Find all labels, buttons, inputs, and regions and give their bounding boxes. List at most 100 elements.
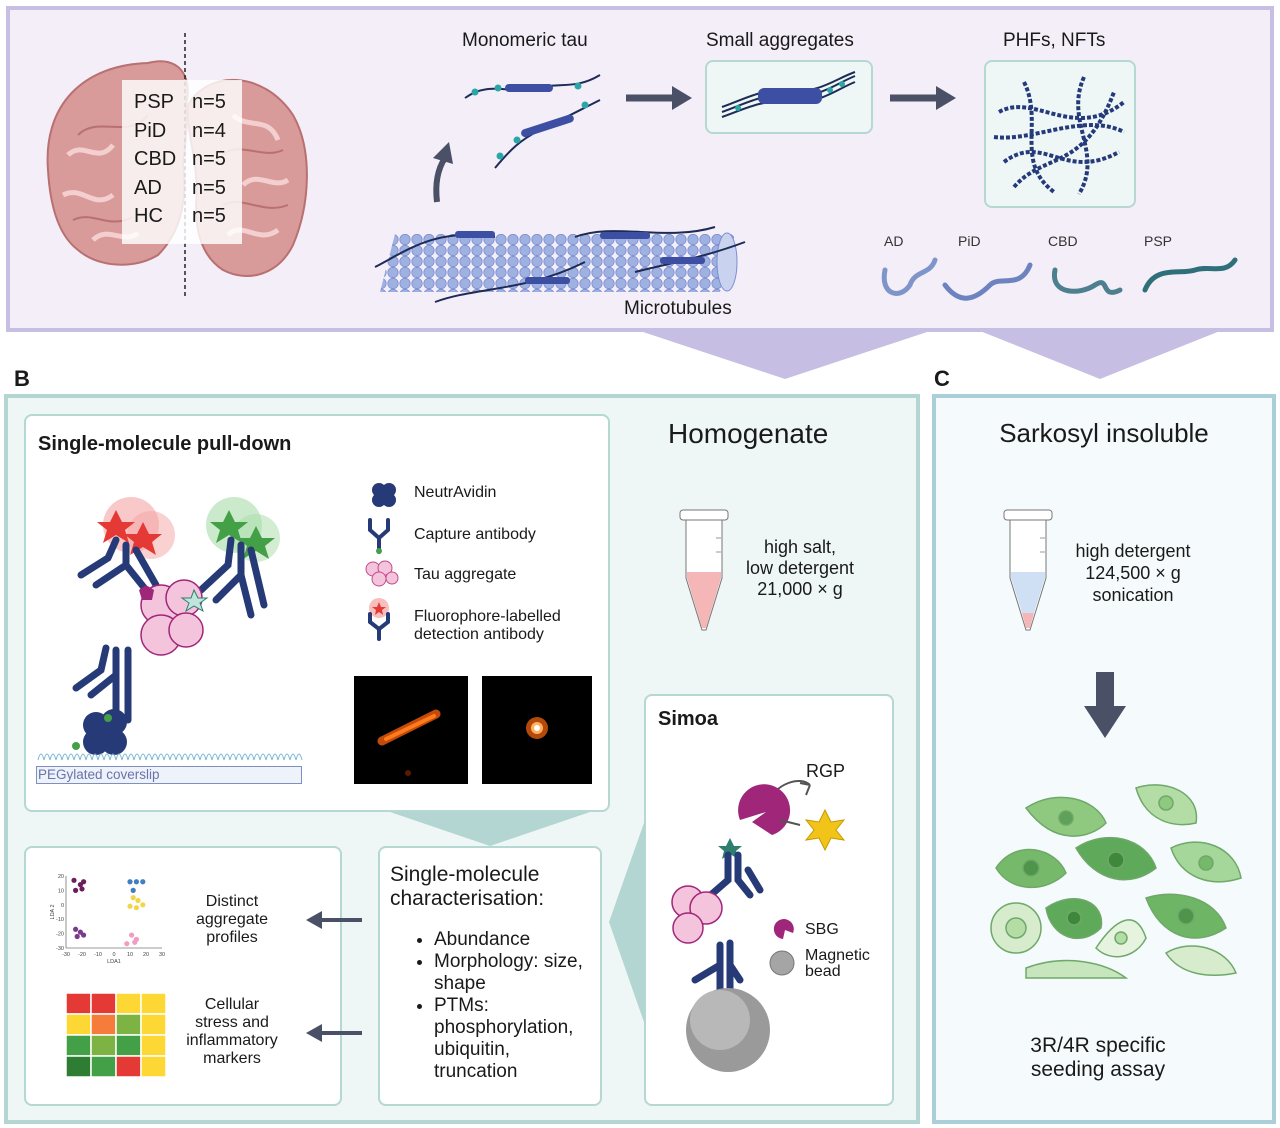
lda-point [140,902,146,908]
lda-y-tick: 0 [61,903,64,909]
lda-point [130,895,136,901]
seeding-line2: seeding assay [1030,1058,1166,1081]
legend-fluor-line2: detection antibody [414,626,544,643]
bullet-abundance: Abundance [434,929,592,951]
legend-tau-aggregate: Tau aggregate [414,566,517,583]
lda-x-tick: 20 [143,952,149,958]
cohort-groups: PSP PiD CBD AD HC [134,88,176,231]
cohort-counts: n=5 n=4 n=5 n=5 n=5 [192,88,226,231]
magnetic-bead-label: Magnetic bead [805,948,870,980]
tau-aggregate-icon [365,560,399,587]
cohort-n-cbd: n=5 [192,148,226,171]
phf-nft-label: PHFs, NFTs [1003,30,1106,51]
monomeric-tau-illustration [464,74,601,169]
characterisation-line1: Single-molecule [390,863,540,886]
fold-label-pid: PiD [958,233,981,249]
rgp-label: RGP [806,761,846,781]
coverslip [36,766,302,784]
lda-point [133,905,139,911]
cohort-group-cbd: CBD [134,148,177,171]
lda-point [127,879,133,885]
small-aggregates-label: Small aggregates [706,30,854,51]
cohort-n-ad: n=5 [192,176,226,199]
lda-x-tick: -30 [62,952,70,958]
magnetic-line1: Magnetic [805,947,870,964]
connector-to-panel-c [980,331,1220,379]
sarkosyl-tube-icon [1003,509,1053,631]
simoa-title: Simoa [658,708,719,730]
neutravidin-icon [372,483,396,507]
lda-point [81,932,87,938]
lda-y-tick: 20 [58,874,64,880]
lda-point [73,887,79,893]
cohort-group-ad: AD [134,176,162,199]
lda-x-tick: 10 [127,952,133,958]
distinct-line1: Distinct [205,893,259,910]
cohort-table [122,80,242,244]
lda-point [79,886,85,892]
sbg-enzyme-icon [773,919,794,939]
simoa-assay-illustration [671,780,846,1072]
lda-y-tick: 10 [58,888,64,894]
panel-c [932,394,1276,1124]
lda-x-label: LDA1 [107,959,121,965]
cellular-line2: stress and [195,1014,269,1031]
cohort-group-hc: HC [134,205,163,228]
distinct-line3: profiles [206,929,258,946]
bullet-morphology: Morphology: size, shape [434,951,592,995]
lda-point [140,879,146,885]
microtubules-label: Microtubules [624,298,732,319]
lda-point [73,926,79,932]
fold-label-cbd: CBD [1048,233,1078,249]
detection-antibody-icon [368,598,390,641]
characterisation-list: Abundance Morphology: size, shape PTMs: … [412,929,592,1083]
distinct-line2: aggregate [195,911,269,928]
sarkosyl-title: Sarkosyl insoluble [999,418,1209,448]
homogenate-cond-2: low detergent [745,558,855,578]
peg-brushes-illustration [37,753,303,761]
legend-neutravidin: NeutrAvidin [414,484,497,501]
homogenate-cond-3: 21,000 × g [757,579,843,599]
homogenate-tube-icon [679,509,729,631]
cellular-markers-label: Cellular stress and inflammatory markers [178,996,286,1068]
fold-label-ad: AD [884,233,904,249]
cohort-group-pid: PiD [134,119,167,142]
sarkosyl-cond-1: high detergent [1075,541,1191,561]
sarkosyl-cond-3: sonication [1092,585,1174,605]
lda-y-label: LDA 2 [50,905,56,920]
lda-y-tick: -10 [56,917,64,923]
homogenate-conditions: high salt, low detergent 21,000 × g [735,537,865,600]
pulldown-assay-illustration [72,497,280,755]
sarkosyl-cond-2: 124,500 × g [1085,563,1181,583]
connector-simoa-to-characterisation [609,820,645,1025]
microscopy-image-spot [482,676,592,784]
arrow-right-icon [626,86,692,110]
arrow-up-curved-icon [433,142,453,203]
legend-fluorophore: Fluorophore-labelled detection antibody [414,608,561,644]
lda-point [124,941,130,947]
marker-heatmap [65,992,167,1078]
lda-point [81,879,87,885]
microscopy-image-fibril [354,676,468,784]
phf-nft-tangle-illustration [993,76,1126,196]
lda-point [133,879,139,885]
fold-label-psp: PSP [1144,233,1173,249]
lda-y-tick: -30 [56,946,64,952]
lda-point [129,932,135,938]
lda-x-tick: 0 [112,952,115,958]
seeding-cells-illustration [990,784,1242,979]
characterisation-line2: characterisation: [390,887,545,910]
capture-antibody-icon [368,518,390,554]
small-aggregate-illustration [721,71,856,118]
lda-point [135,897,141,904]
phf-nft-box [984,60,1136,208]
cellular-line1: Cellular [204,996,260,1013]
arrow-left-icon [306,911,362,929]
homogenate-cond-1: high salt, [763,537,837,557]
seeding-assay-label: 3R/4R specific seeding assay [996,1034,1200,1082]
connector-pulldown-to-characterisation [390,812,590,846]
legend-fluor-line1: Fluorophore-labelled [414,608,561,625]
arrow-right-icon [890,86,956,110]
distinct-profiles-label: Distinct aggregate profiles [186,893,278,947]
arrow-down-icon [1084,672,1126,738]
